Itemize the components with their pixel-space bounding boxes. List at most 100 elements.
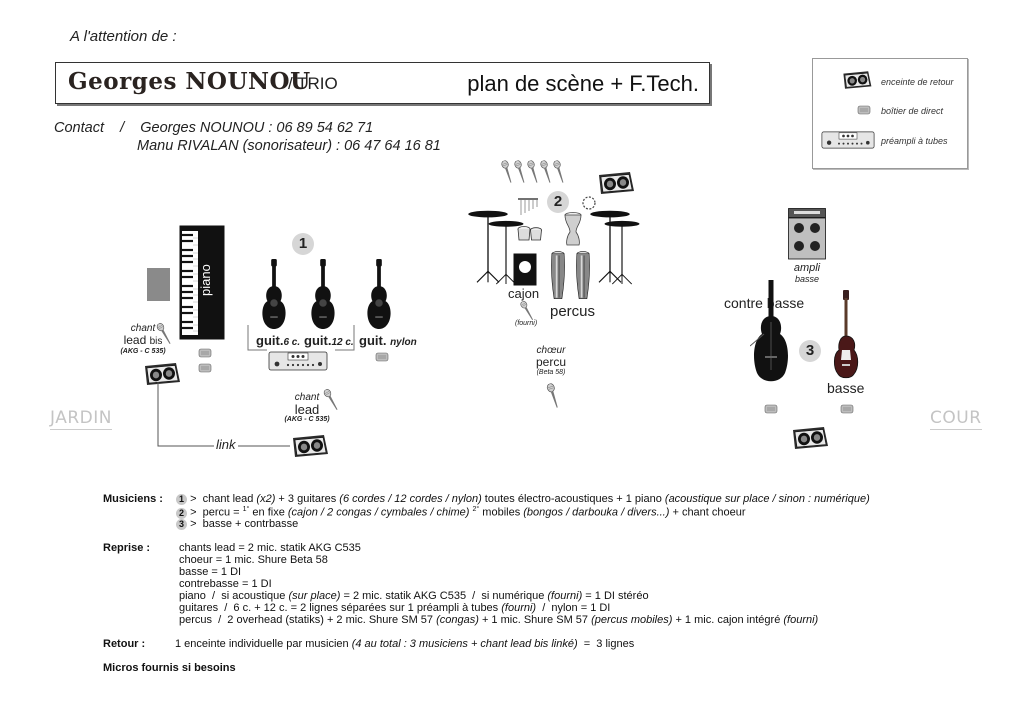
guit-nylon-label: guit. nylon (359, 333, 417, 348)
musiciens-label: Musiciens : (103, 493, 163, 505)
r7-a: percus / 2 overhead (statiks) + 2 mic. S… (179, 614, 437, 626)
cajon-icon (513, 253, 537, 286)
di-box-icon (840, 404, 854, 414)
bongos-icon (517, 226, 542, 241)
title-box: Georges NOUNOU / TRIO plan de scène + F.… (55, 62, 710, 104)
monitor-icon (841, 70, 873, 90)
conga-icon (546, 251, 570, 301)
choeur-l2: percu (535, 355, 567, 369)
m2-i1: (cajon / 2 congas / cymbales / chime) (287, 506, 470, 519)
chant-lead-l1: chant (294, 392, 320, 403)
chant-lead-bis-l3: (AKG - C 535) (120, 348, 166, 355)
guit-12-label: guit.12 c. (304, 333, 354, 348)
di-box-icon (764, 404, 778, 414)
m2-pre: > percu = (190, 506, 243, 519)
bass-amp-icon (788, 208, 826, 260)
r7-i2: (percus mobiles) (591, 614, 673, 626)
retour-a: 1 enceinte individuelle par musicien (175, 638, 352, 650)
reprise-line-1: chants lead = 2 mic. statik AKG C535 (179, 542, 361, 554)
plan-title: plan de scène + F.Tech. (467, 71, 699, 96)
r6-b: / nylon = 1 DI (536, 602, 611, 614)
choeur-l3: (Beta 58) (536, 369, 566, 376)
m2-mid2: mobiles (479, 506, 524, 519)
group-3-badge: 3 (799, 340, 821, 362)
m1-mid: + 3 guitares (275, 493, 340, 505)
reprise-line-5: piano / si acoustique (sur place) = 2 mi… (179, 590, 649, 602)
reprise-label: Reprise : (103, 542, 151, 554)
cajon-label: cajon (508, 286, 540, 301)
mini-badge-3: 3 (176, 519, 187, 530)
reprise-line-3: basse = 1 DI (179, 566, 242, 578)
guit-6-label: guit.6 c. (256, 333, 300, 348)
reprise-line-4: contrebasse = 1 DI (179, 578, 272, 590)
contrebasse-label: contre basse (724, 295, 805, 311)
retour-b: = 3 lignes (577, 638, 635, 650)
r5-i2: (fourni) (547, 590, 583, 602)
di-box-icon (198, 348, 212, 358)
chant-lead-bis-l2b: bis (149, 336, 163, 347)
tube-preamp-icon (268, 350, 328, 372)
tambourine-icon (582, 196, 596, 210)
r7-b: + 1 mic. Shure SM 57 (478, 614, 592, 626)
group-1-badge: 1 (292, 233, 314, 255)
micros-note: Micros fournis si besoins (103, 662, 236, 674)
chant-lead-l2: lead (294, 402, 320, 417)
retour-line: 1 enceinte individuelle par musicien (4 … (175, 638, 634, 650)
reprise-line-6: guitares / 6 c. + 12 c. = 2 lignes sépar… (179, 602, 610, 614)
legend-preamp-label: préampli à tubes (881, 136, 948, 146)
monitor-icon (790, 426, 830, 450)
di-box-icon (375, 352, 389, 362)
piano-bench (147, 268, 170, 301)
chant-lead-bis-l1: chant (130, 323, 156, 334)
guitar-connector-lines (247, 325, 355, 351)
r5-c: = 1 DI stéréo (582, 590, 649, 602)
guit-12-label-main: guit. (304, 333, 332, 348)
legend-box: enceinte de retour boîtier de direct pré… (812, 58, 968, 169)
tube-preamp-icon (821, 130, 875, 150)
r6-i1: (fourni) (501, 602, 537, 614)
guit-6-label-main: guit. (256, 333, 284, 348)
stage-left-jardin: JARDIN (50, 408, 112, 430)
retour-label: Retour : (103, 638, 146, 650)
piano-keyboard-icon (179, 225, 225, 340)
contact-line-1: Contact / Georges NOUNOU : 06 89 54 62 7… (54, 120, 373, 136)
percus-label: percus (550, 303, 596, 320)
r6-a: guitares / 6 c. + 12 c. = 2 lignes sépar… (179, 602, 502, 614)
r5-b: = 2 mic. statik AKG C535 / si numérique (340, 590, 548, 602)
m1-pre: > chant lead (190, 493, 257, 505)
chant-lead-bis-label: chant lead bis (AKG - C 535) (118, 323, 168, 355)
basse-label: basse (827, 380, 865, 396)
darbouka-icon (564, 212, 582, 246)
m2-end: + chant choeur (669, 506, 746, 519)
ampli-l1: ampli (793, 262, 821, 274)
contact-line-2: Manu RIVALAN (sonorisateur) : 06 47 64 1… (137, 138, 441, 154)
musiciens-line-1: 1 > chant lead (x2) + 3 guitares (6 cord… (176, 493, 870, 505)
di-box-icon (857, 105, 871, 115)
monitor-icon (596, 171, 636, 195)
ampli-l2: basse (794, 274, 820, 284)
stage-right-cour: COUR (930, 408, 982, 430)
m1-i1: (x2) (256, 493, 276, 505)
r5-a: piano / si acoustique (179, 590, 289, 602)
mini-badge-1: 1 (176, 494, 187, 505)
chant-lead-l3: (AKG - C 535) (284, 416, 330, 423)
guit-nylon-label-main: guit. (359, 333, 387, 348)
conga-icon (571, 251, 595, 301)
monitor-icon (290, 434, 330, 458)
musiciens-line-3: 3 > basse + contrbasse (176, 518, 298, 530)
r7-i1: (congas) (436, 614, 479, 626)
r7-c: + 1 mic. cajon intégré (672, 614, 784, 626)
legend-di-label: boîtier de direct (881, 106, 944, 116)
group-2-badge: 2 (547, 191, 569, 213)
reprise-line-7: percus / 2 overhead (statiks) + 2 mic. S… (179, 614, 818, 626)
chant-lead-label: chant lead (AKG - C 535) (282, 392, 332, 423)
m2-sup1: 1° (242, 506, 250, 513)
band-name: Georges NOUNOU (68, 68, 311, 95)
link-label: link (214, 437, 238, 452)
mic-icon (545, 382, 562, 410)
attention-label: A l'attention de : (70, 28, 177, 45)
piano-label: piano (198, 264, 213, 296)
r5-i1: (sur place) (288, 590, 341, 602)
musiciens-line-2: 2 > percu = 1° en fixe (cajon / 2 congas… (176, 506, 746, 519)
double-bass-icon (750, 280, 788, 382)
